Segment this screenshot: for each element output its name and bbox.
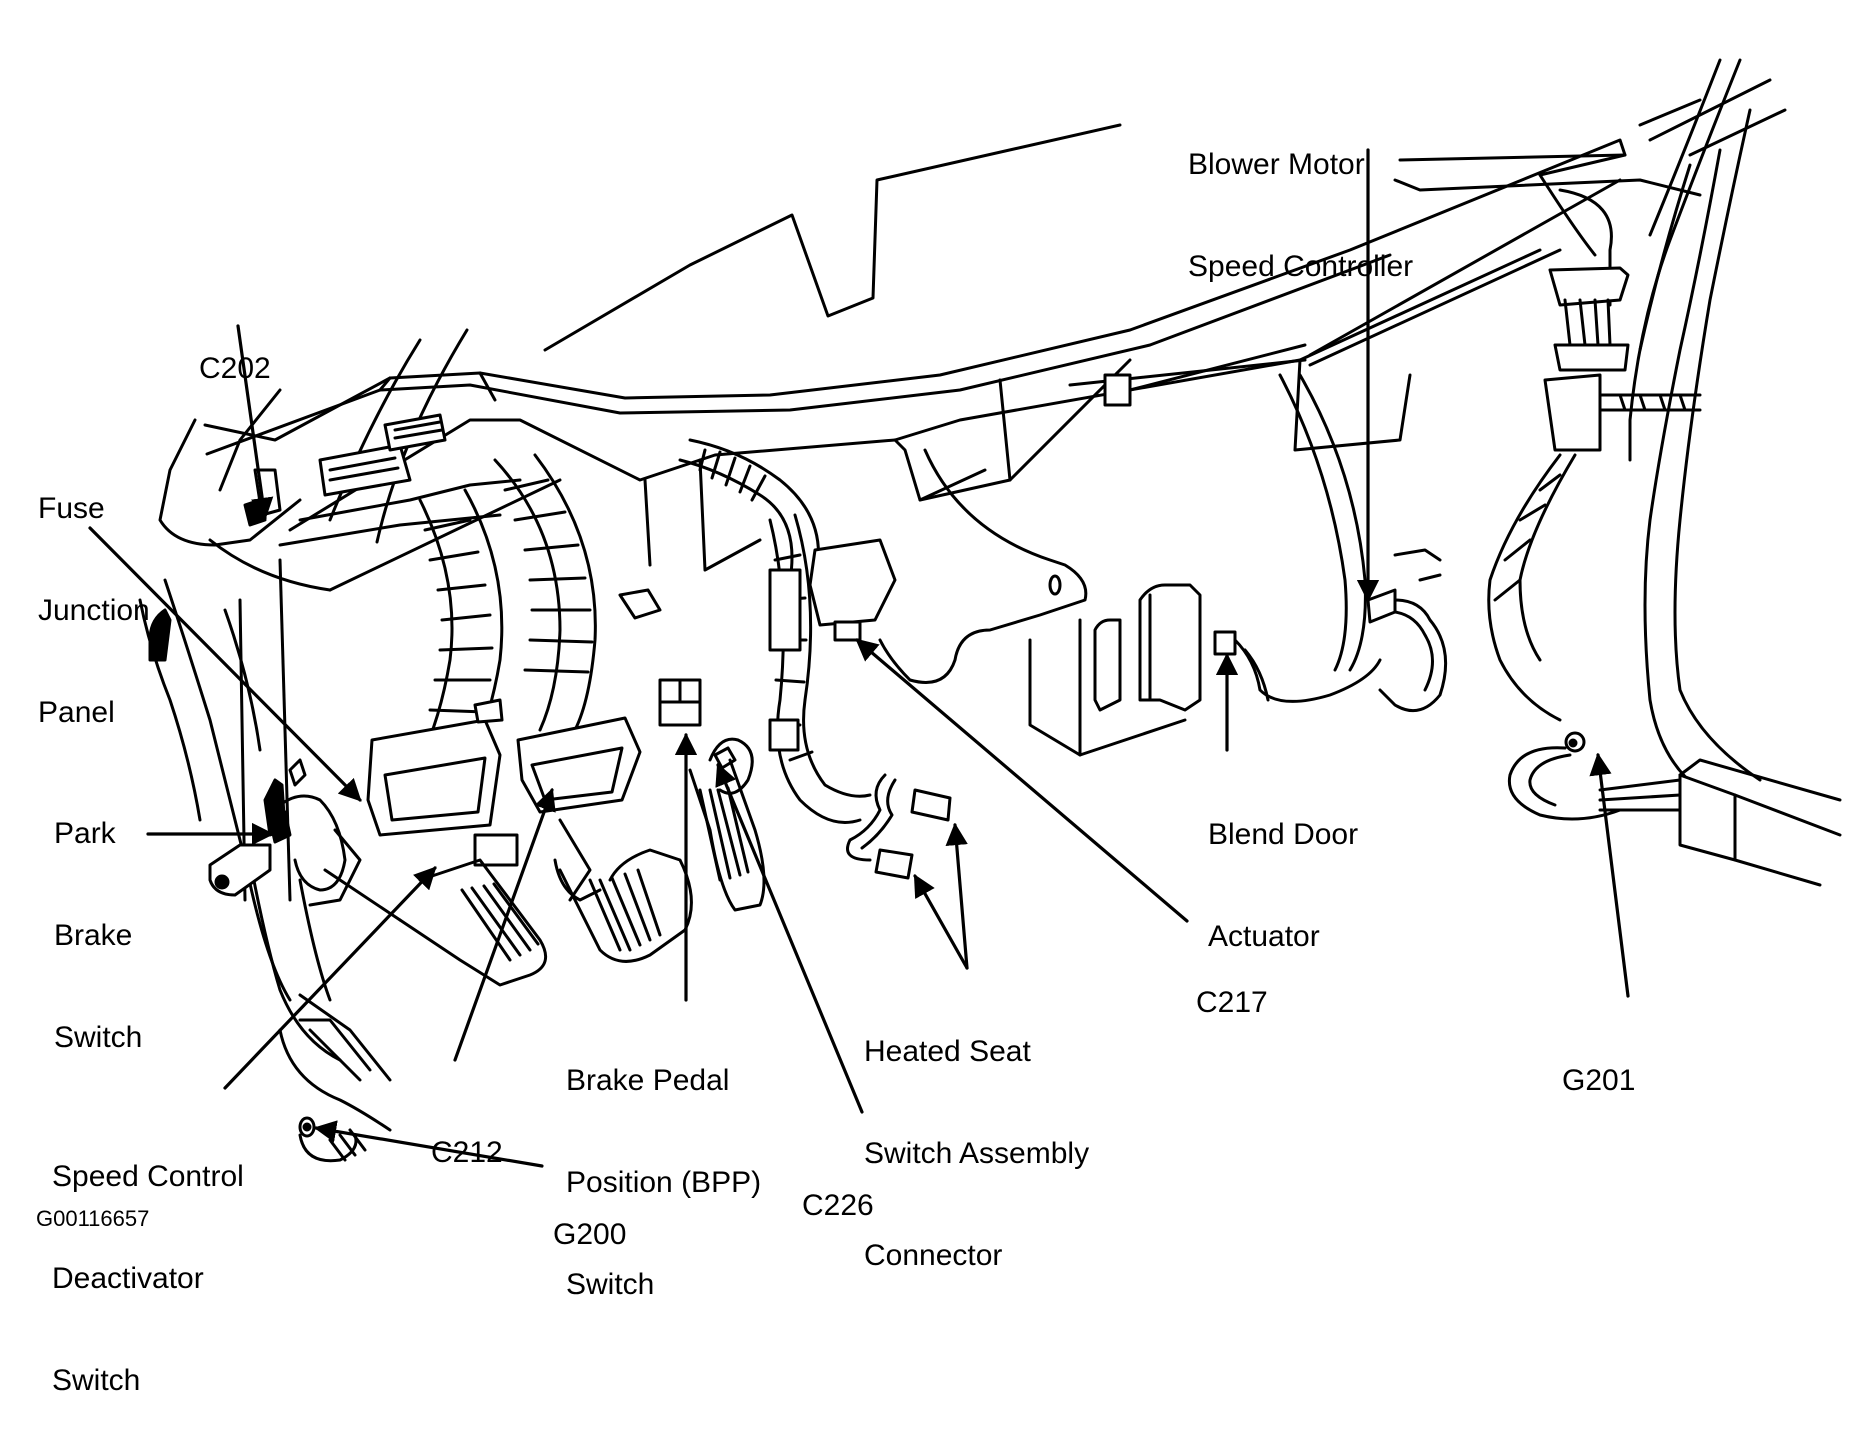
label-c226-line-1: C226 <box>802 1189 874 1222</box>
leader-c212 <box>453 787 556 1062</box>
label-heated-seat-line-3: Connector <box>864 1239 1003 1272</box>
wiring-diagram-drawing <box>88 58 1842 1168</box>
label-fuse-junction-panel-line-2: Junction <box>38 594 150 627</box>
label-park-brake-switch-line-1: Park <box>54 817 116 850</box>
right-kick-panel <box>1487 58 1762 792</box>
label-blower-motor-line-1: Blower Motor <box>1188 148 1365 181</box>
label-heated-seat-connector: Heated Seat Switch Assembly Connector <box>864 967 1089 1307</box>
dash-upper-panel <box>203 78 1787 456</box>
label-blower-motor-speed-controller: Blower Motor Speed Controller <box>1188 80 1413 318</box>
label-park-brake-switch-line-3: Switch <box>54 1021 143 1054</box>
figure-id: G00116657 <box>36 1206 150 1231</box>
label-bpp-switch-line-1: Brake Pedal <box>566 1064 730 1097</box>
label-heated-seat-line-2: Switch Assembly <box>864 1137 1090 1170</box>
label-heated-seat-line-1: Heated Seat <box>864 1035 1031 1068</box>
label-speed-control-line-3: Switch <box>52 1364 141 1397</box>
label-c212: C212 <box>431 1068 503 1204</box>
label-fuse-junction-panel-line-1: Fuse <box>38 492 105 525</box>
leader-g200 <box>313 1120 544 1168</box>
blower-harness <box>1278 373 1448 713</box>
leader-g201 <box>1589 752 1630 998</box>
label-blend-door-line-2: Actuator <box>1208 920 1320 953</box>
label-park-brake-switch-line-2: Brake <box>54 919 133 952</box>
label-blend-door-actuator: Blend Door Actuator <box>1208 750 1358 988</box>
g200-ground-eyelet <box>298 1116 367 1163</box>
label-park-brake-switch: Park Brake Switch <box>54 749 142 1089</box>
label-bpp-switch-line-3: Switch <box>566 1268 655 1301</box>
label-bpp-switch: Brake Pedal Position (BPP) Switch <box>566 996 761 1336</box>
windshield-outline <box>328 123 1122 544</box>
leader-speed-control-deactivator <box>223 866 437 1090</box>
cross-car-beam <box>288 248 1542 592</box>
hvac-case <box>1028 583 1382 757</box>
label-g201: G201 <box>1562 996 1635 1132</box>
pedals <box>323 758 766 987</box>
leader-heated-seat-b <box>945 822 969 970</box>
blend-door-bracket <box>878 448 1088 684</box>
label-fuse-junction-panel-line-3: Panel <box>38 696 115 729</box>
label-fuse-junction-panel: Fuse Junction Panel <box>38 424 150 764</box>
leader-c226 <box>715 762 864 1114</box>
label-speed-control-line-2: Deactivator <box>52 1262 204 1295</box>
label-blower-motor-line-2: Speed Controller <box>1188 250 1414 283</box>
label-c202: C202 <box>199 284 271 420</box>
label-g201-line-1: G201 <box>1562 1064 1636 1097</box>
label-blend-door-line-1: Blend Door <box>1208 818 1359 851</box>
leader-fuse-junction-panel <box>88 526 362 802</box>
label-bpp-switch-line-2: Position (BPP) <box>566 1166 762 1199</box>
label-c212-line-1: C212 <box>431 1136 503 1169</box>
leader-c217 <box>855 638 1189 923</box>
connector-blocks <box>366 538 952 880</box>
leader-lines <box>88 148 1630 1168</box>
label-c217: C217 <box>1196 918 1268 1054</box>
label-speed-control-line-1: Speed Control <box>52 1160 244 1193</box>
label-c217-line-1: C217 <box>1196 986 1268 1019</box>
label-c226: C226 <box>802 1121 874 1257</box>
leader-c202 <box>236 324 274 521</box>
label-speed-control-deactivator-switch: Speed Control Deactivator Switch <box>52 1092 244 1432</box>
g201-ground-eyelet <box>1507 731 1842 887</box>
label-g200: G200 <box>553 1150 626 1286</box>
leader-heated-seat-a <box>913 874 969 970</box>
label-g200-line-1: G200 <box>553 1218 627 1251</box>
label-c202-line-1: C202 <box>199 352 271 385</box>
